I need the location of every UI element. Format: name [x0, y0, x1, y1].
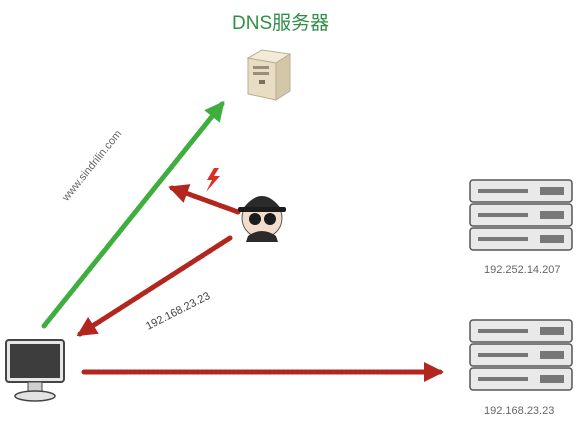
lightning-icon — [206, 168, 220, 192]
hacker-icon — [238, 196, 286, 242]
rack-server-icon — [469, 319, 573, 391]
rack-server-icon — [469, 179, 573, 251]
attack-arrow-to-dns — [168, 184, 241, 215]
monitor-icon — [5, 339, 65, 402]
tower-server-icon — [246, 49, 292, 101]
dns-server-title: DNS服务器 — [232, 13, 330, 34]
query-arrow — [41, 100, 225, 329]
server-bottom-ip-label: 192.168.23.23 — [484, 405, 555, 417]
server-top-ip-label: 192.252.14.207 — [484, 264, 561, 276]
spoofed-response-arrow — [76, 235, 233, 337]
